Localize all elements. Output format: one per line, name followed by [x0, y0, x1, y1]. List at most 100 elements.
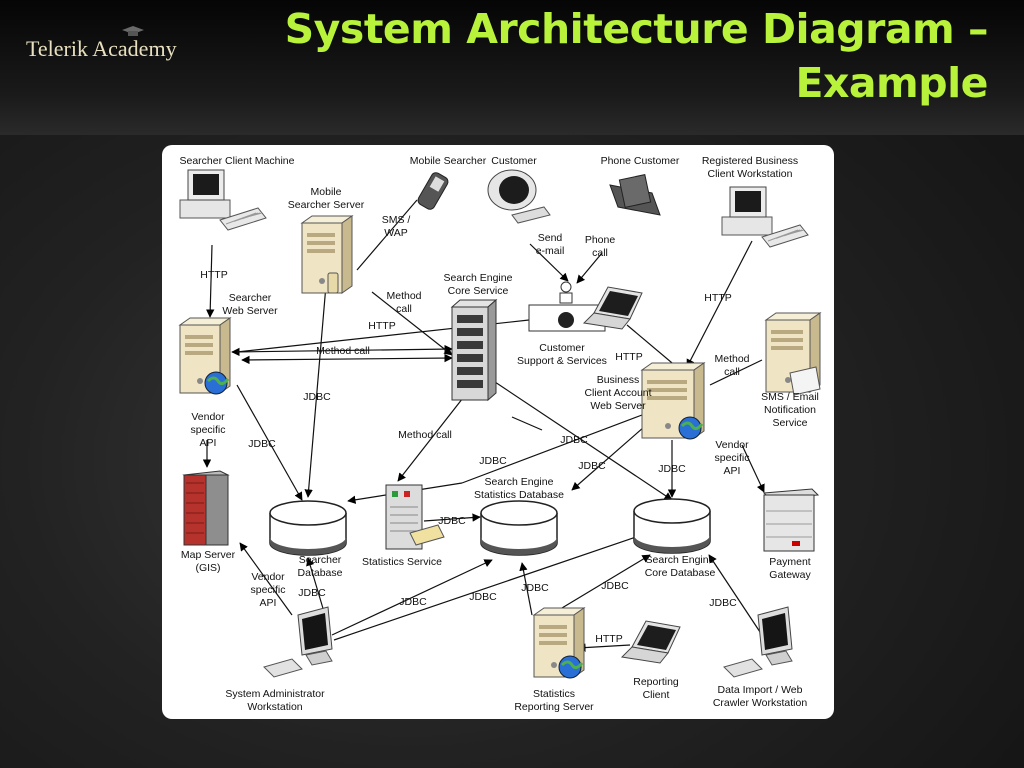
slide-title: System Architecture Diagram – Example [228, 2, 989, 110]
searcher-database-icon [269, 500, 347, 556]
desk-phone-icon [609, 174, 661, 216]
edge-dataimport-coredb [708, 554, 763, 636]
label-http-websrv: HTTP [368, 320, 395, 332]
label-jdbc-sysadmin: JDBC [298, 587, 326, 599]
core-database-icon [633, 498, 711, 554]
label-jdbc-core: JDBC [560, 434, 588, 446]
label-customer: Customer [491, 155, 537, 167]
globe-icon [558, 655, 584, 679]
edge-websrv-searcherdb [236, 384, 303, 501]
edge-statsvc-statdb [423, 513, 481, 522]
data-import-workstation-icon [723, 606, 793, 678]
label-jdbc-mobile: JDBC [303, 391, 331, 403]
edge-sysadmin-map [239, 542, 293, 616]
statistics-database-icon [480, 500, 558, 556]
info-icon [558, 312, 574, 328]
edge-business-statdb [461, 414, 643, 484]
reporting-client-laptop-icon [620, 620, 681, 664]
edge-business-sms [709, 359, 763, 386]
label-sms-wap: SMS /WAP [382, 214, 411, 239]
label-jdbc-dataimport: JDBC [709, 597, 737, 609]
customer-workstation-icon [487, 169, 551, 224]
edge-websrv-core-method [241, 353, 453, 365]
title-line-2: Example [795, 59, 988, 107]
mobile-phone-icon [417, 172, 449, 210]
title-line-1: System Architecture Diagram – [284, 5, 989, 53]
label-jdbc-statsvc: JDBC [438, 515, 466, 527]
label-jdbc-reporting: JDBC [521, 582, 549, 594]
label-method-call-websrv: Method call [316, 345, 370, 357]
edge-reportclient-server [577, 643, 631, 652]
label-jdbc-sysadmin2: JDBC [399, 596, 427, 608]
sysadmin-workstation-icon [263, 606, 333, 678]
edge-client-to-websrv [206, 244, 215, 318]
edge-mobile-searcherdb [304, 284, 327, 498]
edge-phone-mobile [356, 199, 418, 271]
telerik-academy-logo: Telerik Academy [26, 26, 177, 62]
label-jdbc-business: JDBC [479, 455, 507, 467]
support-laptop-icon [582, 286, 643, 330]
label-http-reporting: HTTP [595, 633, 622, 645]
edge-websrv-core-http [231, 344, 453, 357]
core-service-rack-icon [450, 298, 498, 402]
label-jdbc-reporting2: JDBC [601, 580, 629, 592]
edge-mobile-core [371, 291, 453, 356]
edge-sysadmin-coredb [333, 533, 643, 641]
reporting-server-icon [532, 607, 586, 679]
payment-gateway-icon [762, 488, 820, 552]
label-phone-customer: Phone Customer [601, 155, 680, 167]
edges [202, 199, 765, 652]
label-jdbc-sysadmin3: JDBC [469, 591, 497, 603]
edge-business-statdb2 [571, 419, 653, 491]
envelope-icon [789, 366, 821, 396]
edge-reporting-statdb [519, 562, 533, 616]
person-icon [560, 281, 572, 293]
label-statistics-service: Statistics Service [362, 556, 442, 568]
label-searcher-client: Searcher Client Machine [180, 155, 295, 167]
label-method-call-core: Method call [398, 429, 452, 441]
label-mobile-searcher: Mobile Searcher [410, 155, 487, 167]
globe-icon [204, 371, 230, 395]
label-jdbc-business2: JDBC [578, 460, 606, 472]
label-http-support: HTTP [615, 351, 642, 363]
edge-registered-business [686, 240, 753, 368]
searcher-web-server-icon [178, 317, 232, 395]
edge-stray-mark [511, 416, 543, 431]
small-phone-icon [327, 272, 339, 294]
registered-client-workstation-icon [721, 186, 809, 248]
map-server-icon [182, 470, 230, 546]
label-jdbc-business3: JDBC [658, 463, 686, 475]
globe-icon [678, 416, 704, 440]
edge-email-support [529, 243, 569, 282]
edge-sysadmin-statdb [331, 559, 493, 636]
label-http-registered: HTTP [704, 292, 731, 304]
printer-icon [409, 524, 445, 546]
logo-text: Telerik Academy [26, 36, 177, 61]
edge-core-coredb [491, 379, 673, 501]
edge-business-payment [741, 444, 765, 493]
header-bar [0, 0, 1024, 135]
statistics-service-icon [385, 484, 445, 550]
